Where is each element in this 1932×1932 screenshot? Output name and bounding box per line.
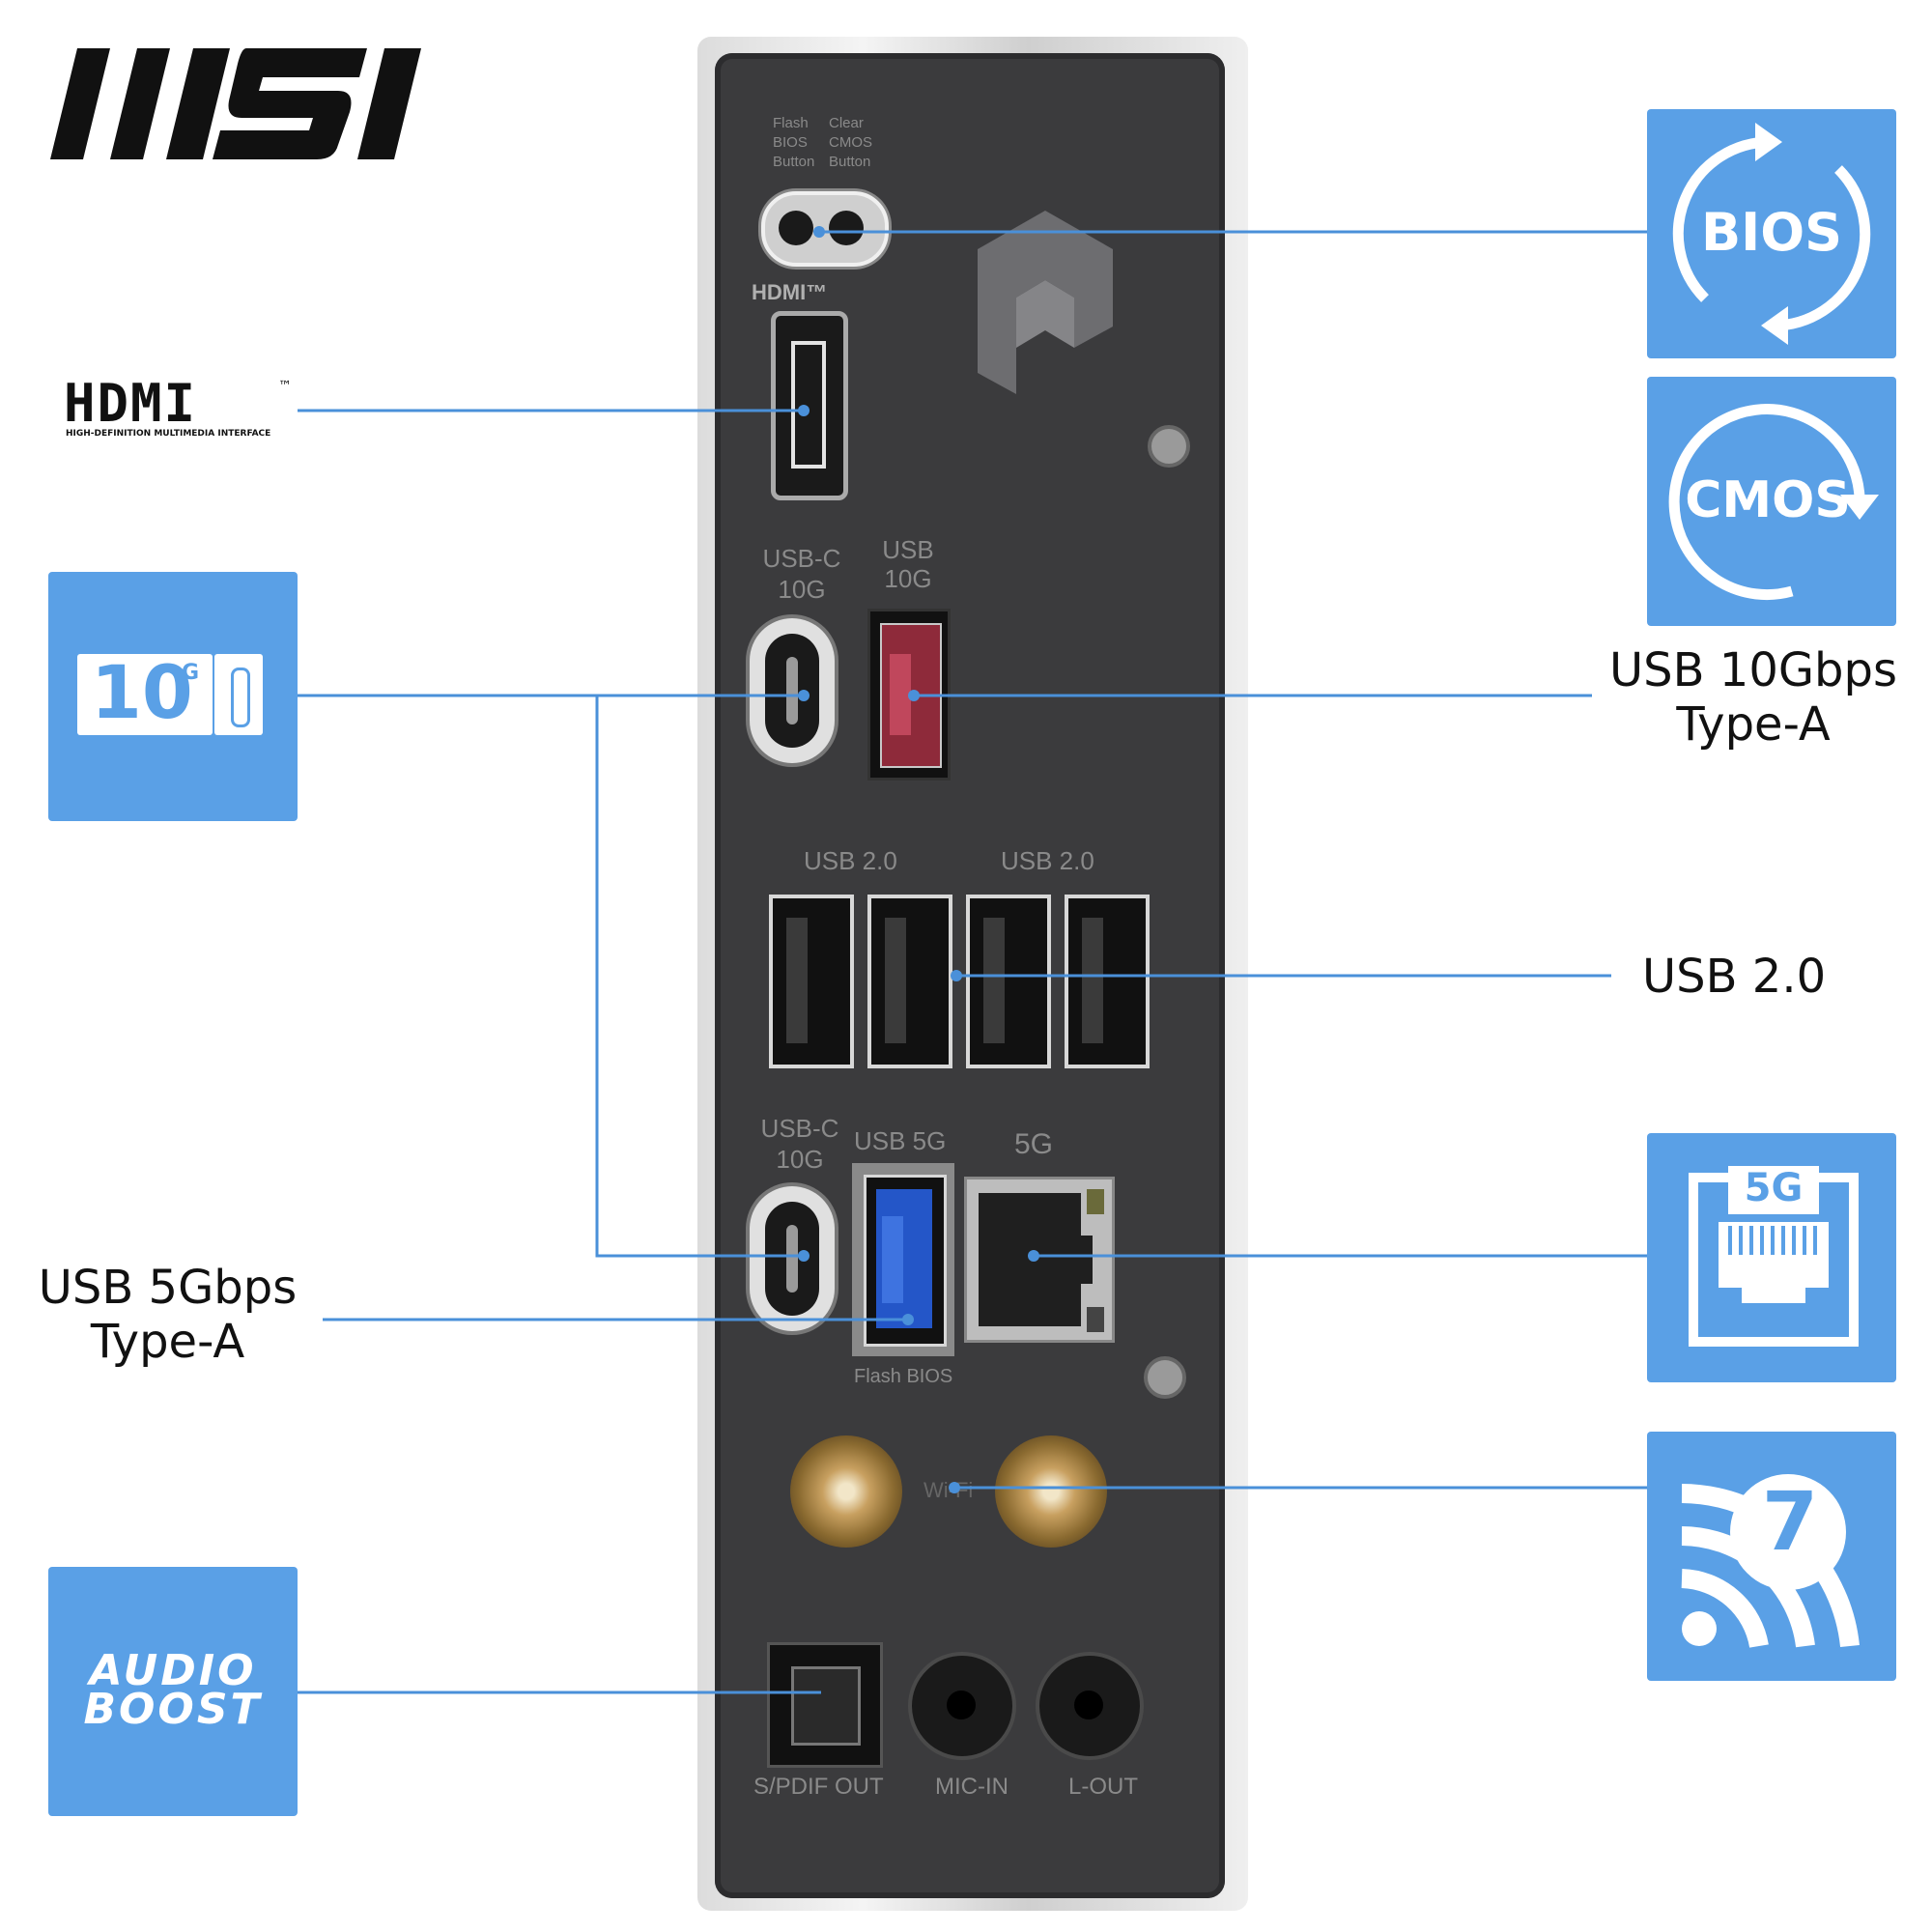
mic-in-label: MIC-IN — [935, 1774, 1009, 1800]
lan-5g-badge: 5G — [1647, 1133, 1896, 1382]
usb20-port-2[interactable] — [867, 895, 952, 1068]
usb-10g-badge-number: 10 — [91, 649, 193, 735]
bios-flash-badge: BIOS — [1647, 109, 1896, 358]
refresh-arrows-icon — [1672, 123, 1871, 345]
line-out-label: L-OUT — [1068, 1774, 1138, 1800]
bios-badge-text: BIOS — [1700, 202, 1843, 263]
usbc-10g-bottom-port[interactable] — [750, 1186, 835, 1331]
wifi-label: Wi-Fi — [923, 1478, 974, 1502]
wifi-signal-icon — [1681, 1474, 1860, 1648]
flash-bios-port-label: Flash BIOS — [854, 1366, 953, 1387]
usb-5gbps-type-a-label: USB 5Gbps Type-A — [35, 1261, 300, 1369]
hdmi-port[interactable] — [771, 311, 848, 500]
wifi-badge-text: 7 — [1761, 1474, 1819, 1569]
usb-10g-badge-sup: G — [182, 661, 200, 685]
flash-bios-button-label: Flash BIOS Button — [773, 115, 815, 170]
usb-connector-icon — [214, 654, 263, 735]
pro-series-logo — [978, 211, 1113, 394]
screw-bottom — [1144, 1356, 1186, 1399]
wifi-antenna-left[interactable] — [790, 1435, 902, 1548]
audio-boost-line2: BOOST — [83, 1685, 263, 1734]
usb20-left-label: USB 2.0 — [804, 846, 897, 875]
audio-boost-badge: AUDIO BOOST — [48, 1567, 298, 1816]
hdmi-logo: HDMI ™ HIGH-DEFINITION MULTIMEDIA INTERF… — [64, 373, 296, 446]
msi-logo — [50, 48, 421, 159]
cmos-badge-text: CMOS — [1685, 471, 1851, 529]
screw-top — [1148, 425, 1190, 468]
usb20-port-3[interactable] — [966, 895, 1051, 1068]
usb-5gbps-line1: USB 5Gbps — [38, 1261, 298, 1315]
ethernet-port-icon — [1689, 1166, 1859, 1347]
spdif-label: S/PDIF OUT — [753, 1774, 884, 1800]
usb-5g-flash-bios-port-frame — [852, 1163, 954, 1356]
usbc-bottom-label: USB-C 10G — [760, 1114, 839, 1174]
hdmi-logo-text: HDMI — [64, 373, 198, 434]
lan-led-activity — [1087, 1189, 1104, 1214]
flash-bios-button[interactable] — [779, 211, 813, 245]
usb20-right-label: USB 2.0 — [1001, 846, 1094, 875]
usb-10gbps-line1: USB 10Gbps — [1608, 643, 1897, 697]
usb20-port-1[interactable] — [769, 895, 854, 1068]
usbc-top-label: USB-C 10G — [762, 544, 841, 604]
hdmi-trademark: ™ — [278, 379, 292, 394]
usb-5gbps-line2: Type-A — [90, 1315, 245, 1369]
spdif-optical-port[interactable] — [767, 1642, 883, 1768]
usb-10g-badge: 10 G — [48, 572, 298, 821]
usb-10gbps-type-a-label: USB 10Gbps Type-A — [1604, 643, 1903, 752]
lan-badge-text: 5G — [1744, 1166, 1804, 1210]
lan-led-link — [1087, 1307, 1104, 1332]
bios-cmos-button-bezel — [761, 191, 889, 267]
audio-boost-line1: AUDIO — [89, 1646, 257, 1695]
usb-5g-label: USB 5G — [854, 1126, 947, 1155]
mic-in-jack[interactable] — [908, 1652, 1016, 1760]
clear-cmos-button[interactable] — [829, 211, 864, 245]
usb-20-label: USB 2.0 — [1642, 950, 1827, 1004]
line-out-jack[interactable] — [1036, 1652, 1144, 1760]
wifi-antenna-right[interactable] — [995, 1435, 1107, 1548]
clear-cmos-button-label: Clear CMOS Button — [829, 115, 872, 170]
hdmi-logo-subtitle: HIGH-DEFINITION MULTIMEDIA INTERFACE — [66, 429, 271, 439]
usb-10g-label: USB 10G — [882, 535, 934, 593]
hdmi-port-label: HDMI™ — [752, 280, 828, 304]
wifi-7-badge: 7 — [1647, 1432, 1896, 1681]
clear-arrow-icon — [1668, 404, 1879, 601]
usb-10gbps-line2: Type-A — [1676, 697, 1831, 752]
lan-5g-label: 5G — [1014, 1128, 1054, 1160]
usb20-port-4[interactable] — [1065, 895, 1150, 1068]
clear-cmos-badge: CMOS — [1647, 377, 1896, 626]
usb-10g-badge-box — [77, 654, 213, 735]
usbc-10g-top-port[interactable] — [750, 618, 835, 763]
